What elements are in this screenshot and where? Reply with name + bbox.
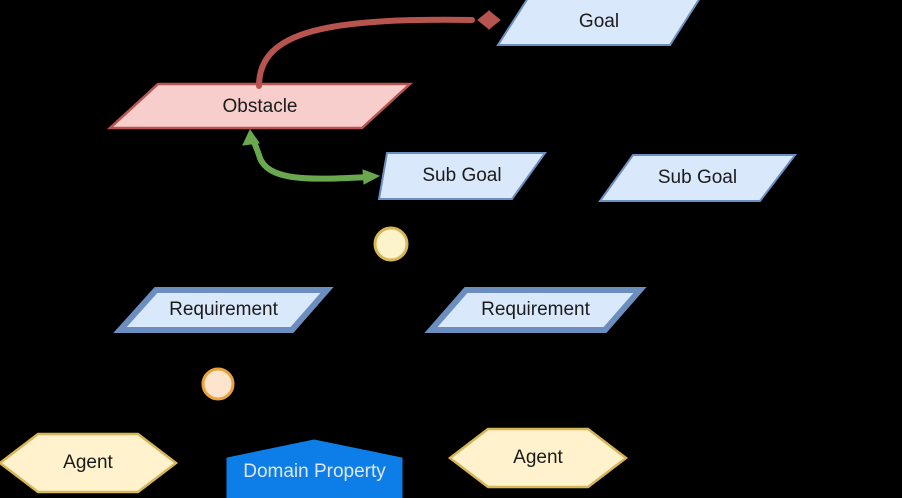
resolution-arrowhead-subgoal xyxy=(362,169,381,185)
connector-refine-node-to-requirement-left xyxy=(222,260,392,288)
connector-requirement-right-to-agent-right xyxy=(534,332,539,428)
connector-requirement-left-to-refine-node2 xyxy=(217,332,224,368)
node-requirement-right-shape[interactable] xyxy=(424,287,647,333)
edge-conflict-obstacle-goal[interactable] xyxy=(256,9,501,89)
conflict-bowtie-marker xyxy=(477,9,501,31)
conflict-edge-path xyxy=(256,16,475,89)
node-subgoal-left-shape[interactable] xyxy=(377,152,547,200)
connector-refine-node2-to-agent-left xyxy=(87,400,219,433)
connector-layer xyxy=(87,199,697,433)
resolution-arrowhead-obstacle xyxy=(242,128,260,146)
node-refinement-upper-shape[interactable] xyxy=(373,226,409,262)
node-obstacle-shape[interactable] xyxy=(106,82,414,130)
connector-subgoal-right-to-requirement-right xyxy=(534,201,697,288)
node-agent-right-shape[interactable] xyxy=(447,427,629,489)
node-agent-left-shape[interactable] xyxy=(0,432,179,494)
node-domain-property-shape[interactable] xyxy=(226,439,403,498)
node-subgoal-right-shape[interactable] xyxy=(598,154,798,202)
connector-subgoal-left-to-refine-node xyxy=(390,199,450,228)
node-requirement-left-shape[interactable] xyxy=(113,287,334,333)
edge-resolution-subgoal-obstacle[interactable] xyxy=(242,128,381,185)
resolution-edge-path xyxy=(249,135,372,182)
node-refinement-lower-shape[interactable] xyxy=(201,367,235,401)
node-goal-shape[interactable] xyxy=(496,0,700,46)
